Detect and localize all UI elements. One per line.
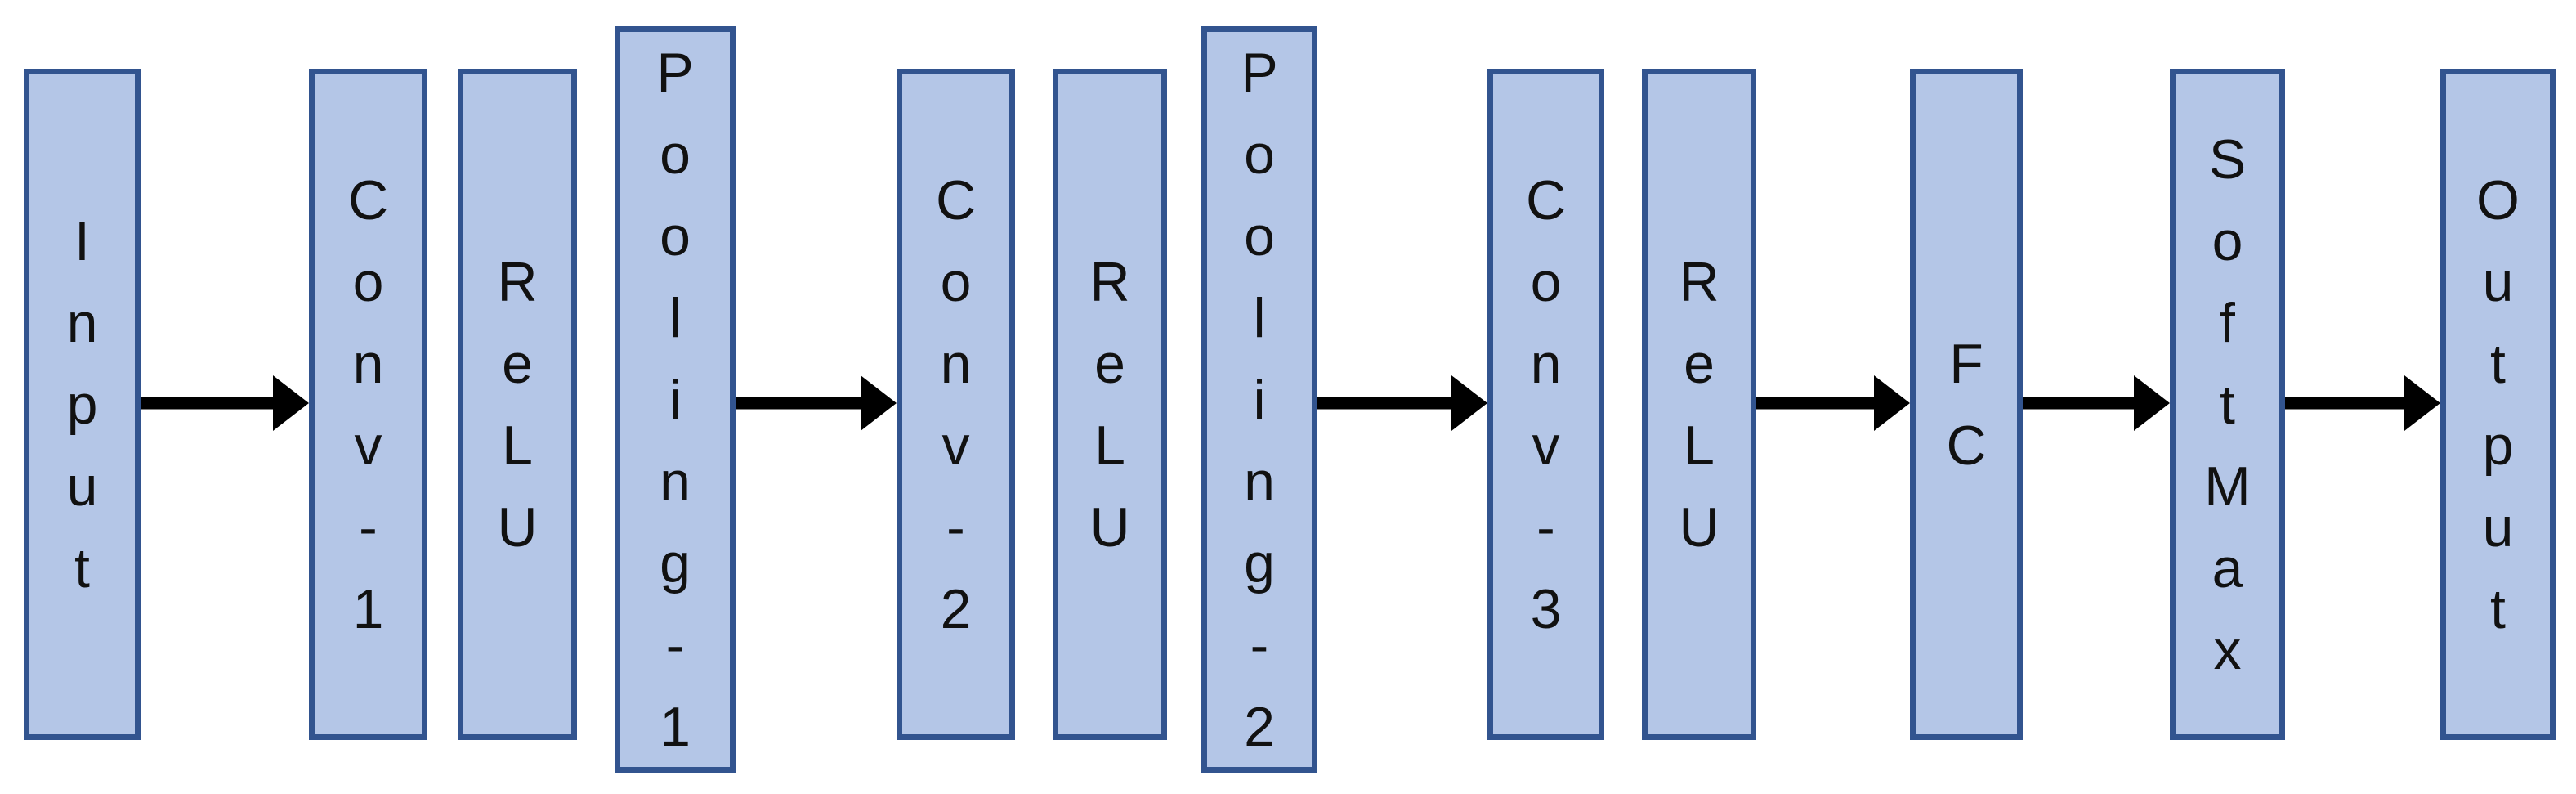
arrow-head-icon	[861, 375, 897, 431]
layer-label-letter: e	[1684, 332, 1715, 395]
layer-label-letter: -	[946, 496, 965, 558]
layer-label-letter: u	[2482, 496, 2514, 558]
arrow-shaft	[1756, 397, 1879, 410]
layer-label-letter: l	[669, 286, 682, 349]
layer-label-letter: C	[1525, 168, 1567, 231]
layer-label-letter: t	[2490, 577, 2506, 640]
layer-label-letter: g	[1244, 532, 1275, 594]
layer-label-letter: o	[1530, 250, 1562, 313]
arrow-fc-to-softmax	[2023, 374, 2170, 433]
arrow-shaft	[2285, 397, 2409, 410]
layer-label-letter: 1	[660, 695, 691, 758]
layer-label-letter: I	[74, 209, 90, 272]
layer-label-letter: u	[66, 455, 98, 518]
arrow-pooling-2-to-conv-3	[1317, 374, 1487, 433]
arrow-relu-3-to-fc	[1756, 374, 1910, 433]
layer-label-letter: R	[497, 250, 538, 313]
arrow-head-icon	[273, 375, 309, 431]
layer-label-letter: u	[2482, 250, 2514, 313]
layer-label-letter: o	[940, 250, 972, 313]
layer-label-letter: L	[1684, 414, 1715, 477]
layer-label-letter: M	[2204, 455, 2251, 518]
layer-label-letter: C	[935, 168, 977, 231]
layer-label-letter: n	[1530, 332, 1562, 395]
arrow-head-icon	[1874, 375, 1910, 431]
layer-label-letter: P	[656, 41, 694, 104]
layer-label-letter: o	[660, 204, 691, 267]
layer-label-letter: o	[2212, 209, 2243, 272]
layer-label-letter: t	[2220, 373, 2235, 436]
layer-label-letter: n	[352, 332, 384, 395]
layer-label-letter: 2	[1244, 695, 1275, 758]
layer-label-letter: e	[502, 332, 533, 395]
arrow-shaft	[2023, 397, 2139, 410]
layer-label-letter: 2	[940, 577, 972, 640]
layer-label-letter: L	[1094, 414, 1125, 477]
layer-label-letter: S	[2208, 128, 2247, 191]
layer-label-letter: i	[669, 368, 682, 431]
layer-label-letter: e	[1094, 332, 1125, 395]
layer-label-letter: n	[1244, 450, 1275, 513]
layer-label-letter: a	[2212, 536, 2243, 599]
arrow-input-to-conv-1	[141, 374, 309, 433]
layer-label-letter: O	[2476, 168, 2520, 231]
arrow-head-icon	[1451, 375, 1487, 431]
layer-label-letter: U	[1679, 496, 1720, 558]
layer-label-letter: o	[352, 250, 384, 313]
layer-label-letter: t	[74, 536, 90, 599]
layer-label-letter: U	[497, 496, 538, 558]
layer-label-letter: v	[941, 414, 970, 477]
layer-label-letter: p	[66, 373, 98, 436]
layer-label-letter: t	[2490, 332, 2506, 395]
arrow-shaft	[1317, 397, 1456, 410]
layer-label-letter: P	[1241, 41, 1278, 104]
arrow-head-icon	[2134, 375, 2170, 431]
layer-label-letter: U	[1089, 496, 1130, 558]
layer-label-letter: v	[1532, 414, 1560, 477]
layer-label-letter: n	[660, 450, 691, 513]
layer-label-letter: f	[2220, 291, 2235, 354]
layer-label-letter: L	[502, 414, 533, 477]
layer-label-letter: i	[1253, 368, 1266, 431]
layer-label-letter: -	[359, 496, 378, 558]
layer-label-letter: -	[1250, 613, 1269, 676]
arrow-shaft	[736, 397, 865, 410]
arrow-pooling-1-to-conv-2	[736, 374, 897, 433]
layer-label-letter: R	[1679, 250, 1720, 313]
layer-label-letter: F	[1949, 332, 1983, 395]
layer-label-letter: -	[1536, 496, 1555, 558]
layer-label-letter: p	[2482, 414, 2514, 477]
layer-label-letter: l	[1253, 286, 1266, 349]
layer-label-letter: o	[1244, 123, 1275, 186]
arrow-shaft	[141, 397, 278, 410]
layer-label-letter: n	[940, 332, 972, 395]
layer-label-letter: o	[660, 123, 691, 186]
layer-label-letter: 3	[1530, 577, 1562, 640]
layer-label-letter: x	[2213, 618, 2242, 681]
layer-label-letter: C	[347, 168, 389, 231]
layer-label-letter: R	[1089, 250, 1130, 313]
layer-label-letter: g	[660, 532, 691, 594]
arrow-softmax-to-output	[2285, 374, 2440, 433]
layer-label-letter: n	[66, 291, 98, 354]
layer-label-letter: -	[665, 613, 685, 676]
layer-label-letter: v	[354, 414, 382, 477]
arrow-head-icon	[2404, 375, 2440, 431]
layer-label-letter: C	[1946, 414, 1987, 477]
layer-label-letter: 1	[352, 577, 384, 640]
layer-label-letter: o	[1244, 204, 1275, 267]
